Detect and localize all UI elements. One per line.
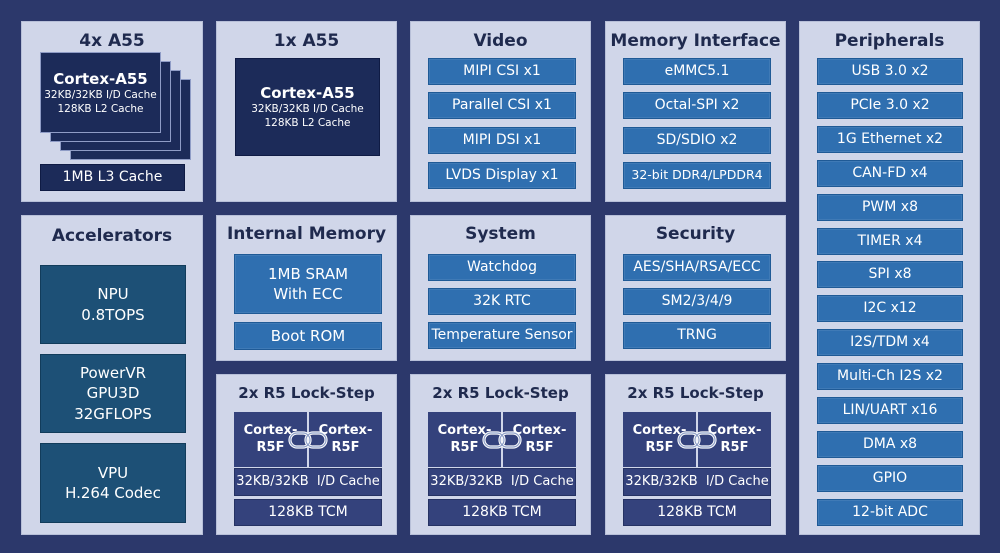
- r5-cache: 32KB/32KB I/D Cache: [428, 468, 576, 496]
- panel-title: 2x R5 Lock-Step: [627, 384, 764, 402]
- peripheral-item: I2C x12: [817, 295, 963, 323]
- panel-internal-memory: Internal Memory 1MB SRAM With ECC Boot R…: [216, 215, 397, 361]
- peripheral-item: GPIO: [817, 464, 963, 492]
- system-item: Watchdog: [428, 254, 576, 281]
- vpu-block: VPU H.264 Codec: [40, 443, 186, 523]
- peripheral-item: CAN-FD x4: [817, 159, 963, 187]
- r5-cache: 32KB/32KB I/D Cache: [234, 468, 382, 496]
- peripheral-item: SPI x8: [817, 261, 963, 289]
- cortex-r5f-core: Cortex-R5F: [503, 412, 576, 467]
- r5-tcm: 128KB TCM: [234, 499, 382, 526]
- panel-title: Memory Interface: [610, 31, 781, 51]
- chain-link-icon: [288, 431, 328, 449]
- panel-title: 2x R5 Lock-Step: [432, 384, 569, 402]
- chain-link-icon: [482, 431, 522, 449]
- memory-interface-item: SD/SDIO x2: [623, 127, 771, 154]
- panel-video: Video MIPI CSI x1 Parallel CSI x1 MIPI D…: [410, 21, 591, 202]
- cortex-r5f-core: Cortex-R5F: [623, 412, 696, 467]
- cortex-a55-core: Cortex-A55 32KB/32KB I/D Cache 128KB L2 …: [235, 58, 380, 156]
- panel-accelerators: Accelerators NPU 0.8TOPS PowerVR GPU3D 3…: [21, 215, 203, 535]
- system-item: Temperature Sensor: [428, 322, 576, 349]
- panel-title: 4x A55: [79, 31, 145, 51]
- peripheral-item: I2S/TDM x4: [817, 329, 963, 357]
- video-item: Parallel CSI x1: [428, 92, 576, 119]
- panel-title: System: [465, 224, 536, 244]
- panel-memory-interface: Memory Interface eMMC5.1 Octal-SPI x2 SD…: [605, 21, 786, 202]
- l3-cache: 1MB L3 Cache: [40, 164, 185, 191]
- panel-security: Security AES/SHA/RSA/ECC SM2/3/4/9 TRNG: [605, 215, 786, 361]
- security-item: SM2/3/4/9: [623, 288, 771, 315]
- peripheral-item: Multi-Ch I2S x2: [817, 363, 963, 391]
- peripheral-item: DMA x8: [817, 430, 963, 458]
- peripheral-item: USB 3.0 x2: [817, 58, 963, 85]
- peripheral-item: TIMER x4: [817, 227, 963, 255]
- peripheral-item: LIN/UART x16: [817, 397, 963, 424]
- system-item: 32K RTC: [428, 288, 576, 315]
- memory-interface-item: eMMC5.1: [623, 58, 771, 85]
- panel-1x-a55: 1x A55 Cortex-A55 32KB/32KB I/D Cache 12…: [216, 21, 397, 202]
- sram-block: 1MB SRAM With ECC: [234, 254, 382, 314]
- chain-link-icon: [677, 431, 717, 449]
- panel-title: Accelerators: [51, 226, 173, 246]
- panel-peripherals: Peripherals USB 3.0 x2 PCIe 3.0 x2 1G Ethe…: [799, 21, 980, 535]
- r5-cache: 32KB/32KB I/D Cache: [623, 468, 771, 496]
- cortex-r5f-core: Cortex-R5F: [234, 412, 307, 467]
- panel-title: 2x R5 Lock-Step: [238, 384, 375, 402]
- panel-title: Security: [655, 224, 736, 244]
- panel-title: Peripherals: [834, 31, 945, 51]
- gpu-block: PowerVR GPU3D 32GFLOPS: [40, 354, 186, 433]
- panel-4x-a55: 4x A55 Cortex-A55 32KB/32KB I/D Cache 12…: [21, 21, 203, 202]
- panel-title: 1x A55: [273, 31, 340, 51]
- security-item: TRNG: [623, 322, 771, 349]
- peripheral-item: 12-bit ADC: [817, 498, 963, 526]
- memory-interface-item: 32-bit DDR4/LPDDR4: [623, 162, 771, 189]
- peripheral-item: 1G Ethernet x2: [817, 125, 963, 153]
- npu-block: NPU 0.8TOPS: [40, 265, 186, 344]
- cortex-r5f-core: Cortex-R5F: [428, 412, 501, 467]
- panel-title: Video: [473, 31, 528, 51]
- security-item: AES/SHA/RSA/ECC: [623, 254, 771, 281]
- video-item: LVDS Display x1: [428, 162, 576, 189]
- cortex-r5f-core: Cortex-R5F: [309, 412, 382, 467]
- peripheral-item: PCIe 3.0 x2: [817, 91, 963, 119]
- cortex-a55-core: Cortex-A55 32KB/32KB I/D Cache 128KB L2 …: [40, 52, 161, 133]
- r5-tcm: 128KB TCM: [623, 499, 771, 526]
- r5-tcm: 128KB TCM: [428, 499, 576, 526]
- peripheral-item: PWM x8: [817, 193, 963, 221]
- panel-title: Internal Memory: [226, 224, 387, 244]
- video-item: MIPI DSI x1: [428, 127, 576, 154]
- panel-system: System Watchdog 32K RTC Temperature Sens…: [410, 215, 591, 361]
- boot-rom-block: Boot ROM: [234, 322, 382, 350]
- video-item: MIPI CSI x1: [428, 58, 576, 85]
- memory-interface-item: Octal-SPI x2: [623, 92, 771, 119]
- cortex-r5f-core: Cortex-R5F: [698, 412, 771, 467]
